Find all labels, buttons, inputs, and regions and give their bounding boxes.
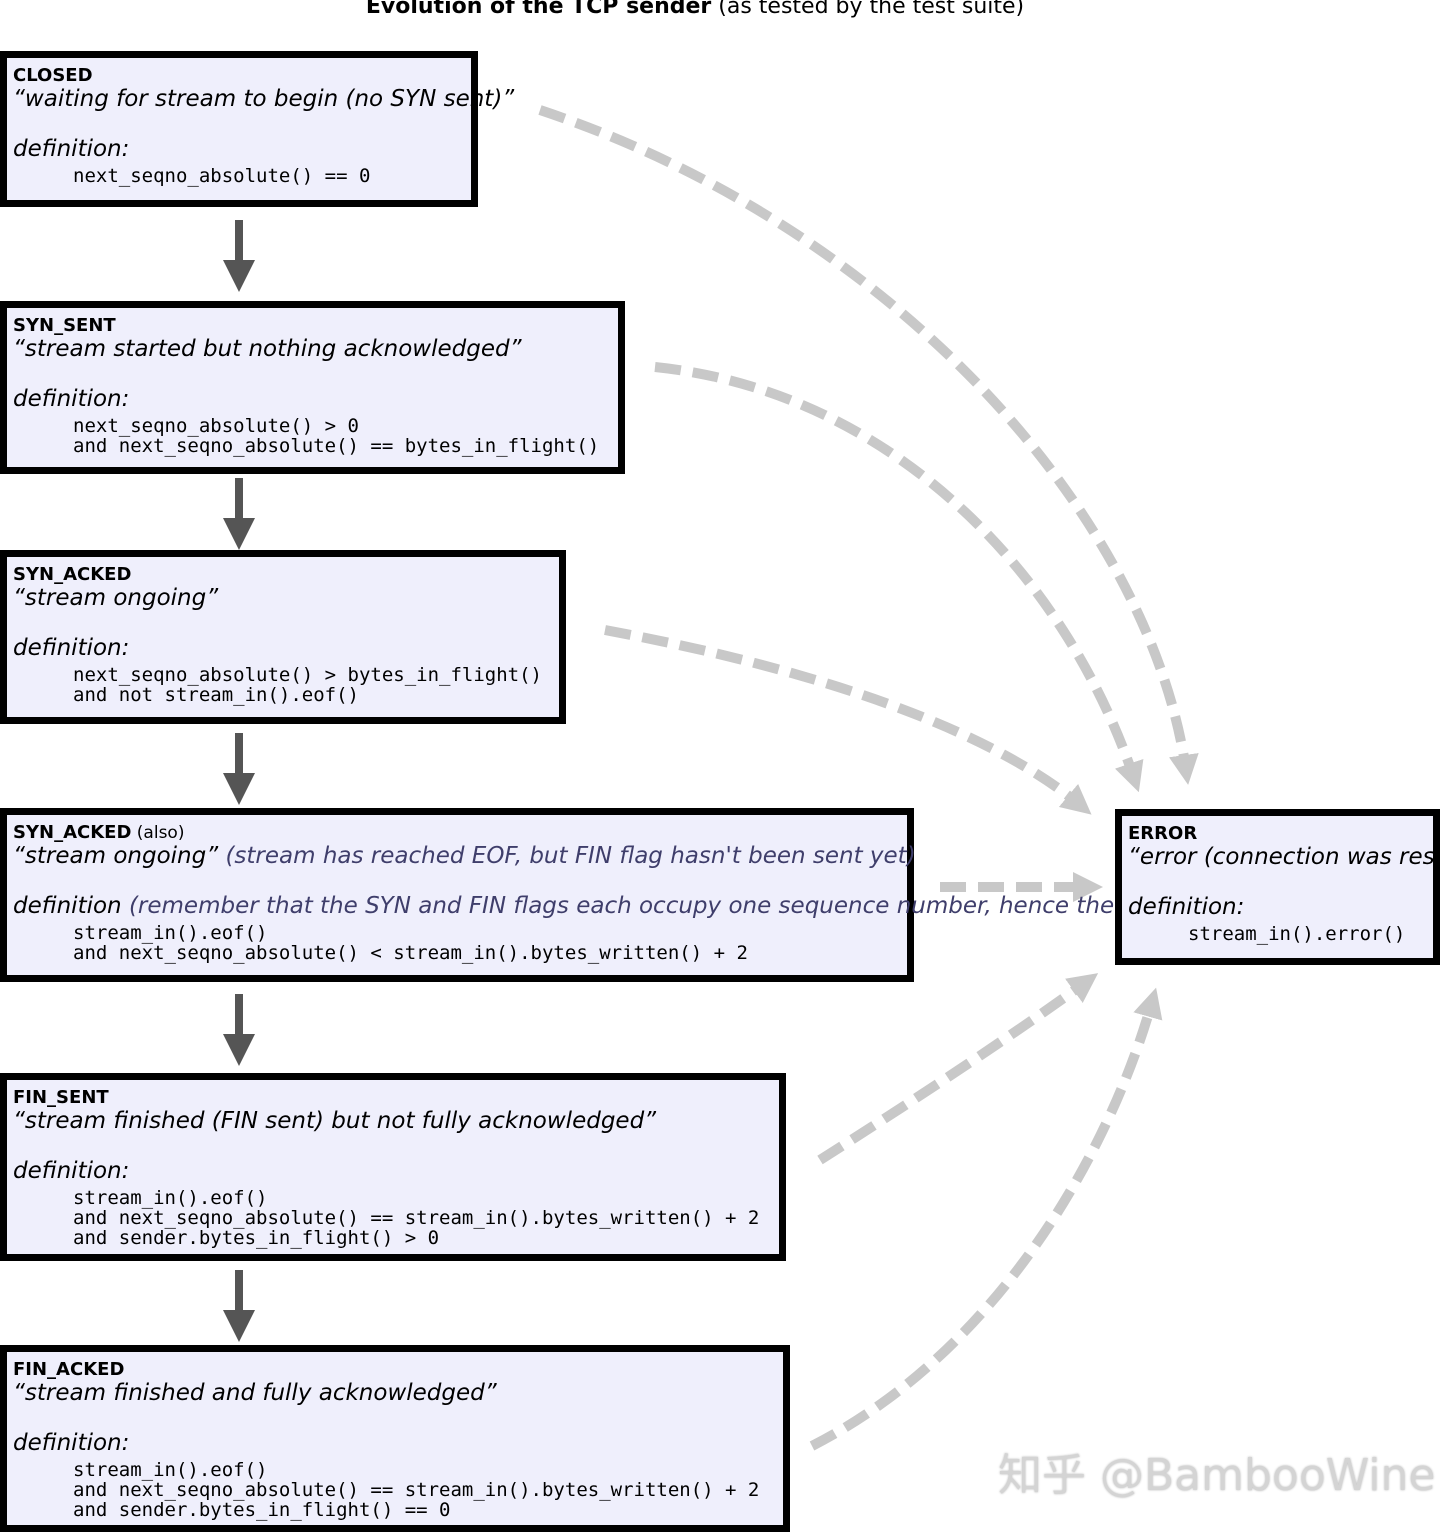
- state-description-line: “stream ongoing” (stream has reached EOF…: [13, 843, 916, 869]
- definition-label: definition:: [13, 635, 130, 661]
- state-description: “stream ongoing”: [13, 585, 219, 611]
- dashed-arrow-fin-acked-to-error: [809, 987, 1163, 1451]
- definition-code: stream_in().eof() and next_seqno_absolut…: [73, 922, 748, 964]
- state-name: SYN_SENT: [13, 315, 116, 336]
- dashed-arrow-syn-sent-to-error: [654, 362, 1144, 793]
- state-description: “stream started but nothing acknowledged…: [13, 336, 522, 362]
- state-syn-sent: SYN_SENT “stream started but nothing ack…: [0, 301, 625, 474]
- state-description: “error (connection was reset)”: [1128, 844, 1435, 870]
- state-fin-sent: FIN_SENT “stream finished (FIN sent) but…: [0, 1073, 786, 1261]
- definition-label: definition:: [13, 1430, 130, 1456]
- watermark: 知乎 @BambooWine: [998, 1450, 1436, 1501]
- state-error: ERROR “error (connection was reset)” def…: [1115, 809, 1440, 965]
- definition-code: next_seqno_absolute() == 0: [73, 165, 371, 187]
- definition-code: next_seqno_absolute() > 0 and next_seqno…: [73, 415, 600, 457]
- state-name: FIN_ACKED: [13, 1359, 125, 1380]
- state-description: “waiting for stream to begin (no SYN sen…: [13, 86, 515, 112]
- state-fin-acked: FIN_ACKED “stream finished and fully ack…: [0, 1345, 790, 1532]
- state-description: “stream finished (FIN sent) but not full…: [13, 1108, 657, 1134]
- state-name-line: SYN_ACKED (also): [13, 822, 901, 844]
- definition-label: definition:: [13, 1158, 130, 1184]
- definition-label: definition:: [13, 136, 130, 162]
- state-description-note: (stream has reached EOF, but FIN flag ha…: [218, 843, 916, 869]
- state-name: FIN_SENT: [13, 1087, 109, 1108]
- state-name: SYN_ACKED: [13, 564, 132, 585]
- dashed-arrow-fin-sent-to-error: [817, 973, 1099, 1165]
- state-name: ERROR: [1128, 823, 1198, 844]
- state-name-qualifier: (also): [131, 823, 185, 843]
- definition-code: stream_in().eof() and next_seqno_absolut…: [73, 1187, 760, 1249]
- state-syn-acked-also: SYN_ACKED (also) “stream ongoing” (strea…: [0, 808, 1196, 982]
- definition-label: definition:: [13, 386, 130, 412]
- definition-label: definition:: [1128, 894, 1245, 920]
- state-closed: CLOSED “waiting for stream to begin (no …: [0, 51, 515, 207]
- title-bold: Evolution of the TCP sender: [365, 0, 712, 19]
- dashed-arrow-syn-acked-to-error: [604, 625, 1092, 815]
- definition-label: definition: [13, 893, 122, 919]
- definition-code: stream_in().error(): [1188, 923, 1406, 945]
- title-rest: (as tested by the test suite): [711, 0, 1025, 19]
- state-syn-acked: SYN_ACKED “stream ongoing” definition: n…: [0, 550, 566, 724]
- definition-label-line: definition (remember that the SYN and FI…: [13, 893, 1196, 919]
- definition-note: (remember that the SYN and FIN flags eac…: [121, 893, 1196, 919]
- diagram-title: Evolution of the TCP sender (as tested b…: [0, 0, 1390, 19]
- definition-code: next_seqno_absolute() > bytes_in_flight(…: [73, 664, 542, 706]
- definition-code: stream_in().eof() and next_seqno_absolut…: [73, 1459, 760, 1521]
- state-name: SYN_ACKED: [13, 822, 132, 843]
- dashed-arrow-closed-to-error: [538, 105, 1199, 785]
- state-description: “stream ongoing”: [13, 843, 219, 869]
- state-name: CLOSED: [13, 65, 93, 86]
- state-description: “stream finished and fully acknowledged”: [13, 1380, 497, 1406]
